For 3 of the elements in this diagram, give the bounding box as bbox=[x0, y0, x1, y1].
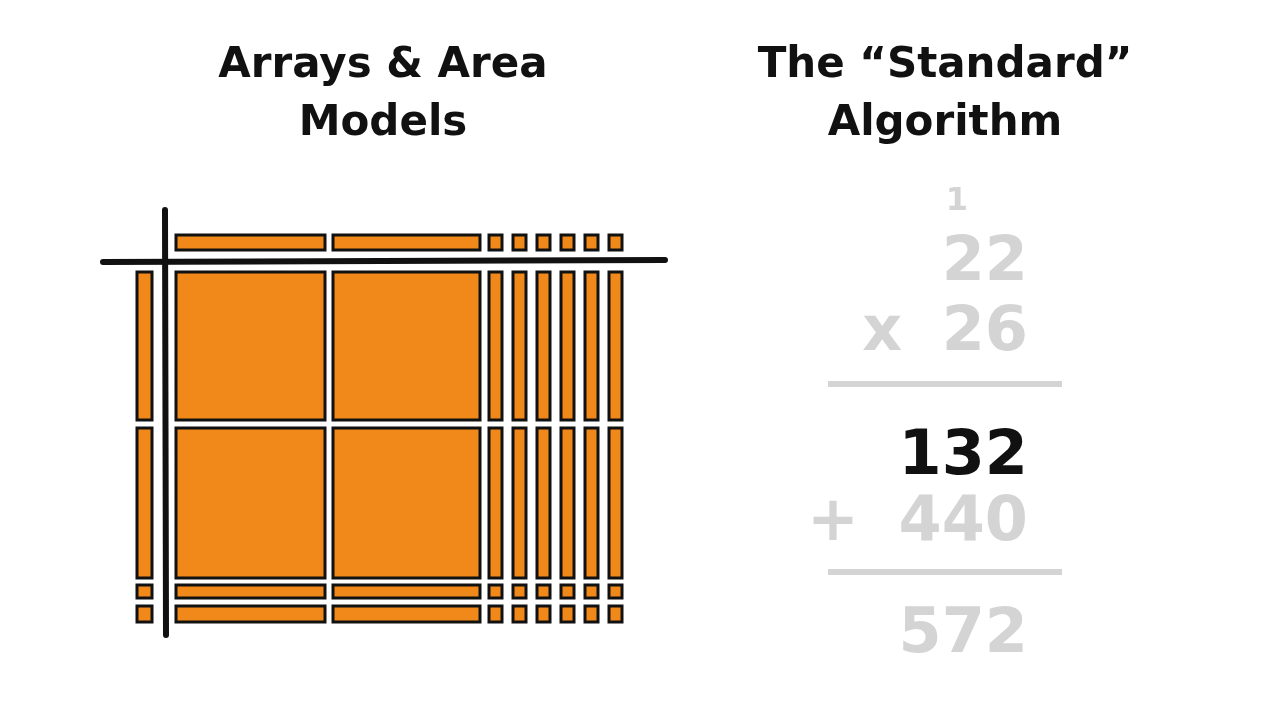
number: 132 bbox=[897, 418, 1028, 488]
heading: The “Standard” Algorithm bbox=[756, 37, 1134, 147]
heading: Arrays & Area Models bbox=[217, 37, 549, 147]
